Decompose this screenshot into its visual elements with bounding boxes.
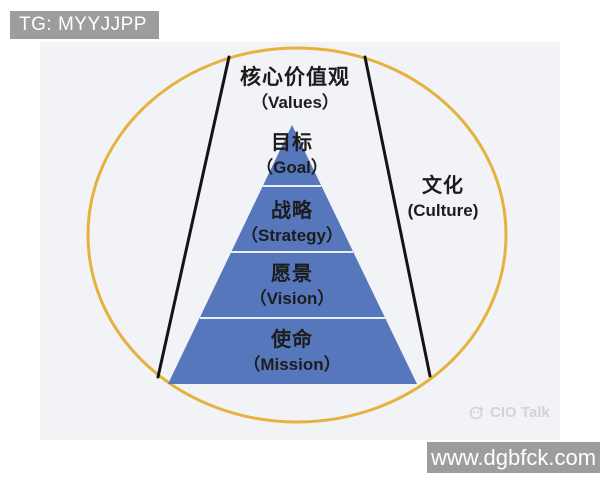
pyramid-level-vision: 愿景 （Vision） [182, 263, 402, 309]
goal-label-en: （Goal） [256, 158, 328, 177]
mission-label-zh: 使命 [271, 329, 313, 351]
values-label-zh: 核心价值观 [240, 66, 350, 89]
right-guide-line [363, 55, 432, 378]
vision-label-zh: 愿景 [271, 263, 313, 285]
culture-circle-outline [86, 46, 508, 424]
vision-label-en: （Vision） [249, 289, 335, 308]
goal-label-zh: 目标 [271, 132, 313, 154]
brand-watermark-text: CIO Talk [490, 404, 550, 421]
cio-talk-logo-icon [468, 404, 485, 421]
brand-watermark: CIO Talk [468, 404, 550, 421]
values-label-en: （Values） [251, 93, 339, 113]
top-left-watermark: TG: MYYJJPP [10, 11, 159, 39]
pyramid-level-goal: 目标 （Goal） [182, 132, 402, 178]
culture-label-zh: 文化 [422, 175, 464, 197]
strategy-label-en: （Strategy） [240, 226, 344, 245]
strategy-label-zh: 战略 [271, 200, 313, 222]
pyramid-shape [168, 125, 417, 384]
pyramid-level-mission: 使命 （Mission） [182, 329, 402, 375]
pyramid-level-strategy: 战略 （Strategy） [182, 200, 402, 246]
values-label: 核心价值观 （Values） [180, 66, 410, 113]
culture-label: 文化 (Culture) [363, 175, 523, 221]
mission-label-en: （Mission） [243, 355, 341, 374]
bottom-right-watermark: www.dgbfck.com [427, 442, 600, 473]
culture-label-en: (Culture) [407, 201, 479, 220]
left-guide-line [156, 55, 231, 379]
